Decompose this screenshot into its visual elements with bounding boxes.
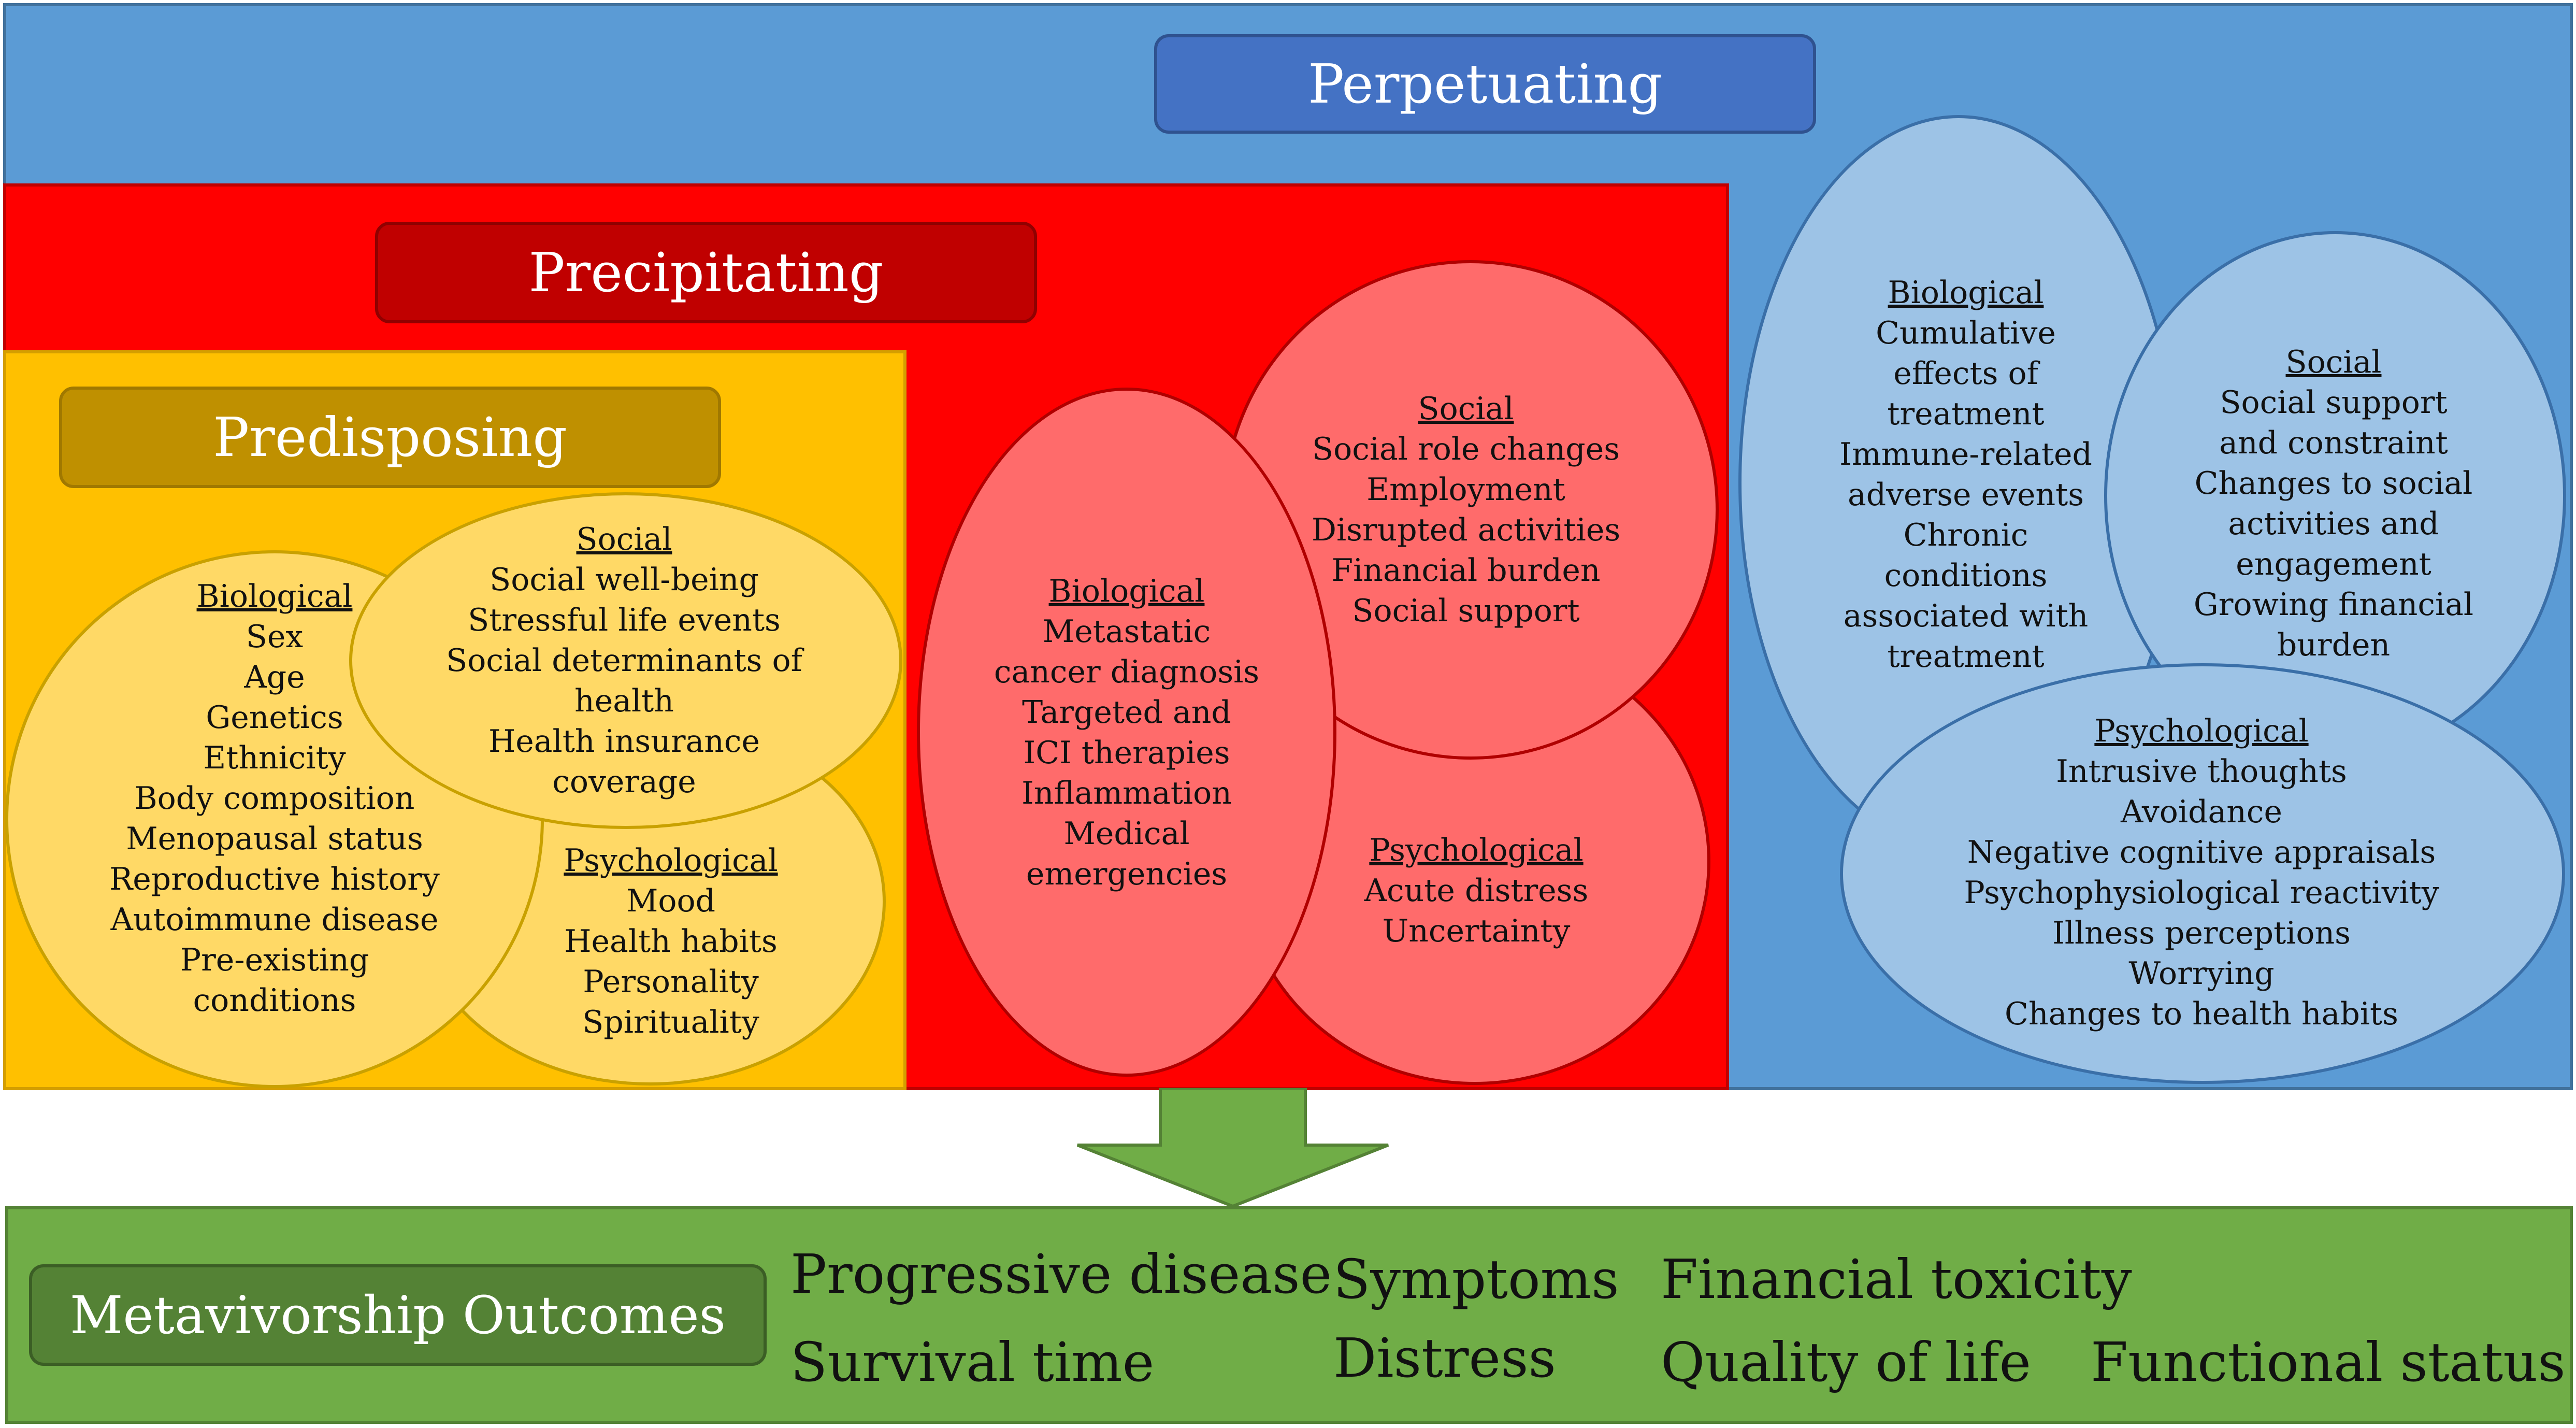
list-item: Social determinants of — [446, 642, 802, 679]
list-item: conditions — [193, 982, 356, 1019]
list-item: Negative cognitive appraisals — [1967, 834, 2436, 870]
perpetuating-social-ellipse — [2104, 231, 2566, 761]
perpetuating-header: Perpetuating — [1154, 34, 1816, 134]
perpetuating-psychological-heading: Psychological — [2094, 713, 2309, 749]
precipitating-biological-ellipse — [917, 388, 1336, 1077]
list-item: associated with — [1843, 598, 2089, 634]
precipitating-social-text: Social Social role changes Employment Di… — [1279, 389, 1652, 631]
list-item: Stressful life events — [468, 602, 781, 638]
precipitating-biological-text: Biological Metastatic cancer diagnosis T… — [958, 571, 1295, 894]
list-item: Metastatic — [1042, 613, 1211, 650]
list-item: Chronic — [1903, 517, 2028, 553]
outcome-financial-toxicity: Financial toxicity — [1661, 1248, 2132, 1311]
list-item: Mood — [626, 883, 716, 919]
outcome-symptoms: Symptoms — [1333, 1248, 1619, 1311]
precipitating-biological-heading: Biological — [1048, 573, 1205, 609]
list-item: Changes to social — [2194, 465, 2473, 502]
predisposing-social-text: Social Social well-being Stressful life … — [435, 519, 813, 802]
perpetuating-psychological-ellipse — [1840, 663, 2565, 1084]
list-item: Age — [244, 659, 305, 695]
list-item: Medical — [1063, 816, 1190, 852]
predisposing-psychological-heading: Psychological — [564, 842, 778, 879]
predisposing-biological-text: Biological Sex Age Genetics Ethnicity Bo… — [83, 576, 466, 1021]
list-item: Disrupted activities — [1311, 512, 1621, 548]
outcome-functional-status: Functional status — [2091, 1331, 2566, 1394]
predisposing-biological-heading: Biological — [196, 578, 353, 615]
precipitating-psychological-text: Psychological Acute distress Uncertainty — [1316, 830, 1637, 951]
list-item: adverse events — [1847, 477, 2084, 513]
list-item: burden — [2277, 627, 2391, 663]
list-item: Pre-existing — [180, 942, 369, 978]
list-item: treatment — [1887, 396, 2045, 432]
list-item: Genetics — [206, 699, 343, 736]
list-item: Ethnicity — [203, 740, 346, 776]
list-item: Worrying — [2128, 955, 2275, 992]
list-item: Financial burden — [1331, 552, 1601, 589]
list-item: Intrusive thoughts — [2056, 753, 2347, 790]
list-item: treatment — [1887, 638, 2045, 675]
list-item: Employment — [1366, 472, 1565, 508]
list-item: cancer diagnosis — [994, 654, 1260, 690]
list-item: Spirituality — [582, 1004, 759, 1040]
list-item: Sex — [246, 619, 304, 655]
list-item: Social well-being — [490, 562, 759, 598]
list-item: conditions — [1884, 558, 2048, 594]
list-item: emergencies — [1026, 856, 1228, 892]
list-item: Uncertainty — [1382, 913, 1571, 949]
predisposing-social-ellipse — [349, 492, 902, 829]
list-item: effects of — [1893, 355, 2038, 392]
list-item: Illness perceptions — [2052, 915, 2351, 951]
outcomes-header: Metavivorship Outcomes — [29, 1264, 767, 1366]
list-item: Social support — [1352, 593, 1580, 629]
list-item: activities and — [2228, 506, 2439, 542]
list-item: Health insurance — [488, 723, 760, 760]
list-item: Inflammation — [1021, 775, 1232, 811]
list-item: Targeted and — [1022, 694, 1231, 731]
list-item: Changes to health habits — [2005, 996, 2398, 1032]
list-item: and constraint — [2219, 425, 2448, 461]
list-item: Autoimmune disease — [110, 902, 439, 938]
outcome-survival-time: Survival time — [790, 1331, 1155, 1394]
list-item: Psychophysiological reactivity — [1964, 875, 2439, 911]
list-item: health — [574, 683, 674, 719]
outcome-quality-of-life: Quality of life — [1661, 1331, 2032, 1394]
list-item: coverage — [552, 764, 696, 800]
predisposing-header: Predisposing — [59, 387, 721, 488]
list-item: Avoidance — [2120, 794, 2283, 830]
perpetuating-social-heading: Social — [2285, 344, 2382, 380]
list-item: Cumulative — [1876, 315, 2056, 351]
list-item: Immune-related — [1839, 436, 2092, 473]
predisposing-psychological-text: Psychological Mood Health habits Persona… — [518, 840, 824, 1043]
precipitating-header: Precipitating — [375, 222, 1037, 323]
list-item: Growing financial — [2193, 587, 2474, 623]
list-item: engagement — [2236, 546, 2431, 582]
list-item: Social role changes — [1312, 431, 1620, 467]
down-arrow-icon — [1076, 1088, 1389, 1208]
list-item: Health habits — [564, 923, 778, 960]
precipitating-social-heading: Social — [1418, 391, 1514, 427]
perpetuating-biological-heading: Biological — [1888, 275, 2044, 311]
list-item: Body composition — [134, 780, 415, 817]
precipitating-psychological-heading: Psychological — [1369, 832, 1584, 868]
perpetuating-biological-text: Biological Cumulative effects of treatme… — [1797, 273, 2134, 677]
perpetuating-social-text: Social Social support and constraint Cha… — [2150, 342, 2517, 665]
perpetuating-psychological-text: Psychological Intrusive thoughts Avoidan… — [1917, 711, 2486, 1034]
predisposing-social-heading: Social — [576, 521, 672, 558]
outcome-distress: Distress — [1333, 1326, 1556, 1390]
list-item: Social support — [2220, 384, 2448, 421]
list-item: Personality — [583, 964, 759, 1000]
list-item: Acute distress — [1364, 873, 1589, 909]
list-item: Menopausal status — [126, 821, 423, 857]
list-item: ICI therapies — [1023, 735, 1230, 771]
outcome-progressive-disease: Progressive disease — [790, 1243, 1332, 1306]
list-item: Reproductive history — [109, 861, 440, 897]
